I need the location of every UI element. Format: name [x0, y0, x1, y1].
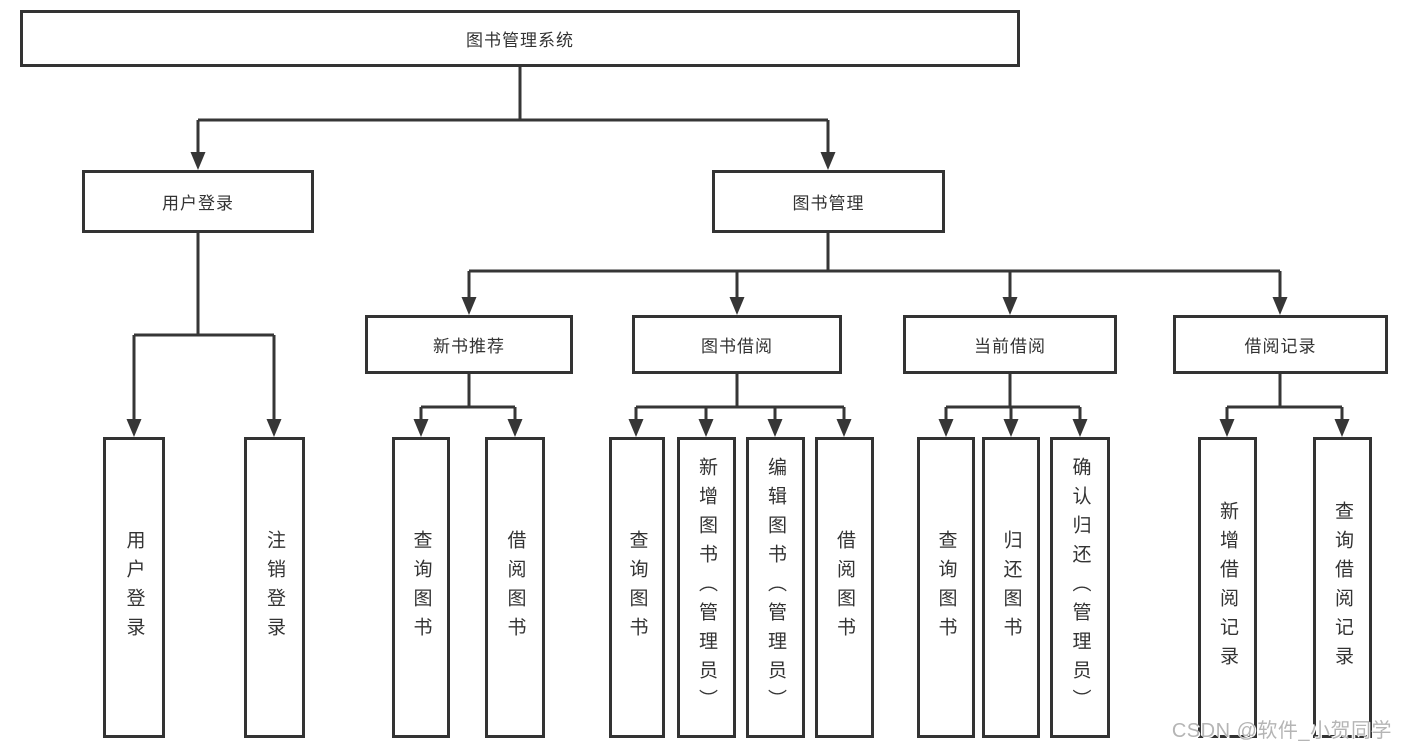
arrowhead — [266, 419, 282, 437]
node-label: 确认归还（管理员） — [1069, 457, 1091, 718]
arrowhead — [1272, 297, 1288, 315]
connector-new-book-recommend — [419, 374, 517, 419]
node-label: 编辑图书（管理员） — [765, 457, 786, 718]
connector-user-login — [132, 233, 276, 419]
node-label: 注销登录 — [264, 529, 285, 646]
leaf-query-books-1: 查询图书 — [392, 437, 450, 738]
node-book-borrow: 图书借阅 — [632, 315, 842, 374]
arrowhead — [767, 419, 783, 437]
connector-root — [196, 67, 830, 152]
node-label: 当前借阅 — [974, 337, 1046, 356]
arrowhead — [628, 419, 644, 437]
leaf-edit-books-admin: 编辑图书（管理员） — [746, 437, 805, 738]
leaf-logout: 注销登录 — [244, 437, 305, 738]
leaf-confirm-return-admin: 确认归还（管理员） — [1050, 437, 1110, 738]
node-label: 查询图书 — [935, 529, 957, 646]
arrowhead — [461, 297, 477, 315]
connector-current-borrow — [944, 374, 1082, 419]
arrowhead — [126, 419, 142, 437]
node-label: 新书推荐 — [433, 337, 505, 356]
node-user-login: 用户登录 — [82, 170, 314, 233]
arrowhead — [698, 419, 714, 437]
arrowhead — [1003, 419, 1019, 437]
node-label: 查询图书 — [410, 529, 432, 646]
arrowhead — [190, 152, 206, 170]
connector-book-borrow — [634, 374, 846, 419]
node-new-book-recommend: 新书推荐 — [365, 315, 573, 374]
node-label: 图书借阅 — [701, 337, 773, 356]
arrowhead — [1334, 419, 1350, 437]
leaf-query-books-2: 查询图书 — [609, 437, 665, 738]
leaf-user-login: 用户登录 — [103, 437, 165, 738]
leaf-borrow-books-2: 借阅图书 — [815, 437, 874, 738]
node-label: 用户登录 — [123, 529, 145, 646]
arrowhead — [1219, 419, 1235, 437]
arrowhead — [820, 152, 836, 170]
node-borrow-records: 借阅记录 — [1173, 315, 1388, 374]
leaf-query-books-3: 查询图书 — [917, 437, 975, 738]
leaf-return-books: 归还图书 — [982, 437, 1040, 738]
watermark: CSDN @软件_小贺同学 — [1171, 720, 1392, 742]
arrowhead — [507, 419, 523, 437]
arrowhead — [729, 297, 745, 315]
leaf-add-borrow-record: 新增借阅记录 — [1198, 437, 1257, 738]
node-label: 用户登录 — [162, 194, 234, 213]
arrowhead — [413, 419, 429, 437]
arrowhead — [836, 419, 852, 437]
arrowhead — [1072, 419, 1088, 437]
leaf-borrow-books-1: 借阅图书 — [485, 437, 545, 738]
leaf-add-books-admin: 新增图书（管理员） — [677, 437, 736, 738]
node-label: 图书管理系统 — [466, 31, 574, 50]
node-label: 查询图书 — [626, 529, 648, 646]
connector-borrow-records — [1225, 374, 1344, 419]
arrowhead — [938, 419, 954, 437]
node-label: 图书管理 — [792, 194, 865, 213]
node-label: 借阅图书 — [834, 529, 855, 646]
arrowhead — [1002, 297, 1018, 315]
node-label: 查询借阅记录 — [1332, 500, 1353, 675]
node-book-management: 图书管理 — [712, 170, 945, 233]
node-label: 新增图书（管理员） — [696, 457, 717, 718]
node-root: 图书管理系统 — [20, 10, 1020, 67]
node-label: 归还图书 — [1000, 529, 1022, 646]
node-current-borrow: 当前借阅 — [903, 315, 1117, 374]
node-label: 借阅图书 — [504, 529, 526, 646]
node-label: 新增借阅记录 — [1217, 500, 1238, 675]
connector-book-management — [467, 233, 1282, 297]
node-label: 借阅记录 — [1244, 337, 1317, 356]
leaf-query-borrow-record: 查询借阅记录 — [1313, 437, 1372, 738]
